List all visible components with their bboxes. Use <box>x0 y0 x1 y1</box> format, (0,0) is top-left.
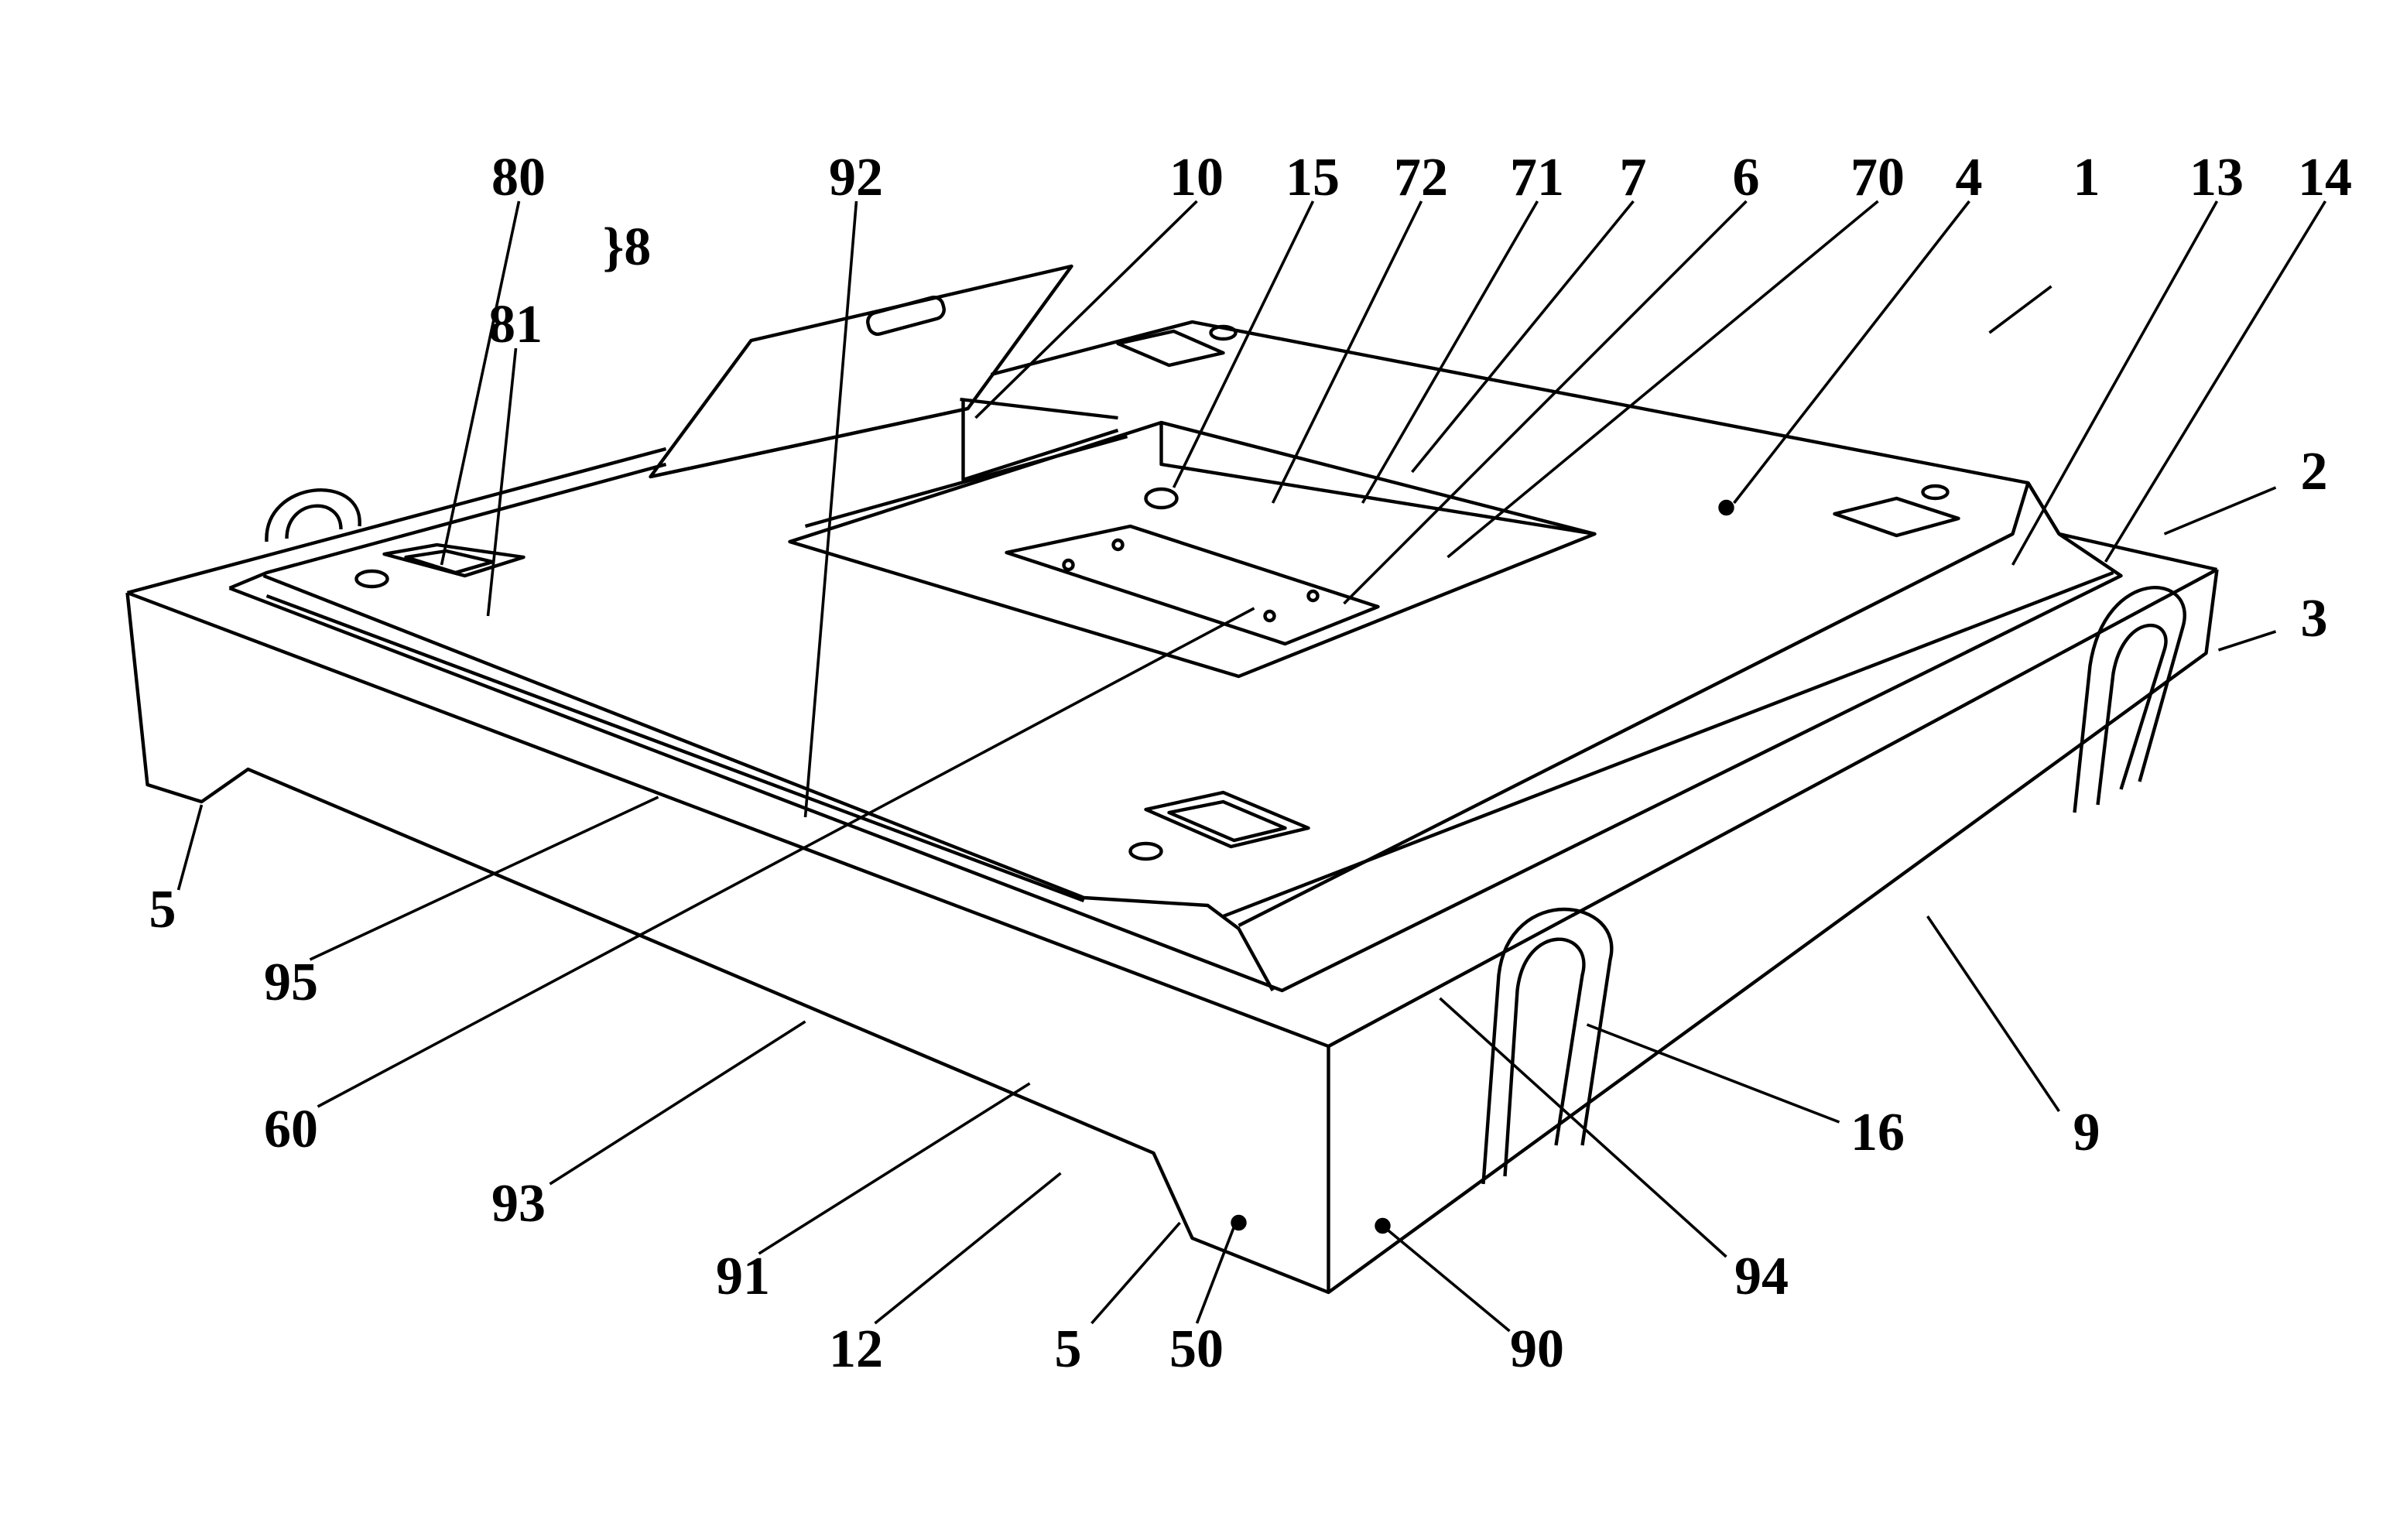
label-94: 94 <box>1734 1247 1789 1306</box>
label-71: 71 <box>1510 148 1564 207</box>
label-92: 92 <box>829 148 883 207</box>
label-14: 14 <box>2298 148 2352 207</box>
label-5-front: 5 <box>1054 1319 1082 1379</box>
open-lid <box>649 264 1119 482</box>
leader-lines <box>176 200 2327 1333</box>
label-70: 70 <box>1850 148 1905 207</box>
label-95: 95 <box>264 953 318 1012</box>
lifting-loops <box>265 488 2186 1185</box>
label-91: 91 <box>716 1247 770 1306</box>
label-80: 80 <box>491 148 546 207</box>
label-12: 12 <box>829 1319 883 1379</box>
label-8: }8 <box>602 217 652 277</box>
label-4: 4 <box>1955 148 1983 207</box>
label-7: 7 <box>1619 148 1647 207</box>
label-9: 9 <box>2073 1103 2100 1162</box>
label-3: 3 <box>2300 589 2328 649</box>
label-15: 15 <box>1286 148 1340 207</box>
label-10: 10 <box>1169 148 1224 207</box>
label-60: 60 <box>264 1100 318 1159</box>
label-81: 81 <box>488 295 543 354</box>
label-6: 6 <box>1732 148 1760 207</box>
label-13: 13 <box>2189 148 2244 207</box>
handholds <box>354 324 1960 861</box>
label-16: 16 <box>1850 1103 1905 1162</box>
label-1: 1 <box>2073 148 2100 207</box>
label-90: 90 <box>1510 1319 1564 1379</box>
label-50: 50 <box>1169 1319 1224 1379</box>
label-5-left: 5 <box>149 880 176 939</box>
label-72: 72 <box>1394 148 1448 207</box>
recess <box>788 420 1597 679</box>
label-93: 93 <box>491 1174 546 1234</box>
label-2: 2 <box>2300 442 2328 501</box>
